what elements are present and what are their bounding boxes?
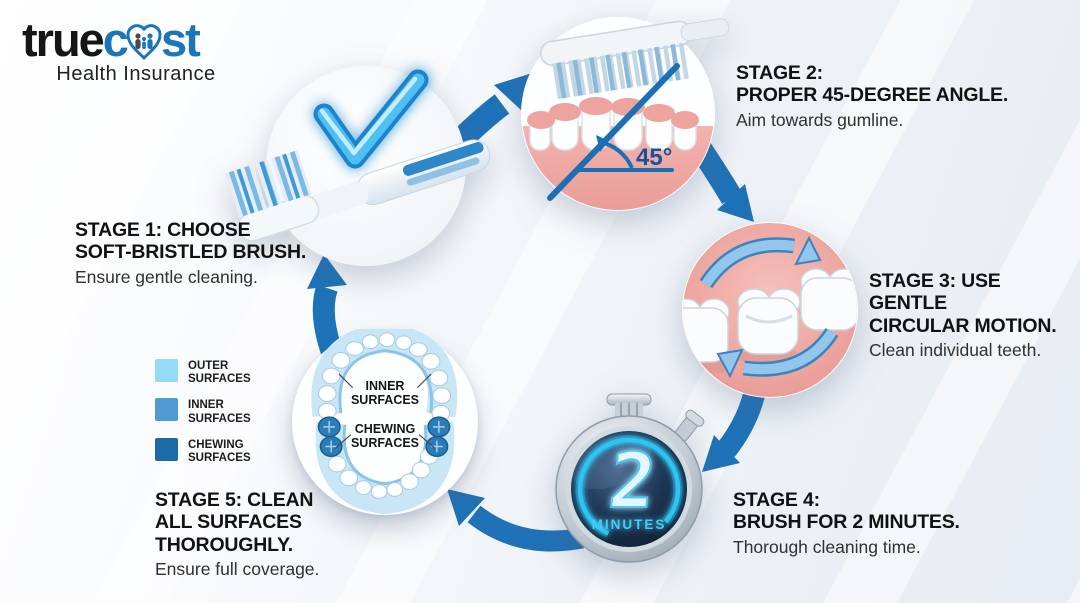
mouth-diagram: [311, 323, 458, 515]
legend-swatch-outer: [155, 359, 178, 382]
legend-swatch-inner: [155, 398, 178, 422]
stage-5-figure: INNER SURFACES CHEWING SURFACES: [292, 323, 478, 515]
mouth-chewing-surfaces-label: CHEWING SURFACES: [350, 422, 420, 450]
wordmark-st: st: [160, 13, 201, 66]
stage-5-subtitle: Ensure full coverage.: [155, 559, 320, 580]
wordmark-c: c: [102, 13, 129, 66]
legend-label-outer: OUTER SURFACES: [188, 360, 251, 386]
molar-teeth: [683, 268, 857, 374]
legend-item-chewing: CHEWING SURFACES: [155, 437, 305, 465]
angle-45-marker: 45°: [547, 63, 680, 201]
surfaces-legend: OUTER SURFACES INNER SURFACES CHEWING SU…: [155, 359, 305, 477]
circular-motion-arrow-top: [699, 235, 822, 289]
stage-3-figure: [682, 222, 858, 398]
stage-4-figure: 2 MINUTES: [555, 393, 705, 563]
stage-5-title: STAGE 5: CLEAN ALL SURFACES THOROUGHLY.: [155, 489, 314, 556]
stage-1-figure: [225, 66, 491, 266]
legend-swatch-chewing: [155, 437, 178, 461]
timer-value: 2: [605, 436, 660, 525]
upper-dental-arch: [311, 323, 458, 422]
stopwatch-side-button: [674, 409, 705, 442]
timer-unit-label: MINUTES: [592, 517, 667, 532]
stopwatch-illustration: 2 MINUTES: [555, 393, 705, 563]
truecost-wordmark: truec st: [22, 16, 250, 63]
toothbrush-head: [539, 18, 730, 100]
heart-family-icon: [126, 24, 162, 61]
stage-1-text: STAGE 1: CHOOSE SOFT-BRISTLED BRUSH. Ens…: [75, 219, 345, 288]
arrow-stage4-to-stage5: [447, 489, 584, 552]
circular-motion-arrow-bottom: [716, 327, 839, 379]
stage-5-text: STAGE 5: CLEAN ALL SURFACES THOROUGHLY. …: [155, 489, 375, 580]
legend-item-outer: OUTER SURFACES: [155, 359, 305, 386]
stage-4-text: STAGE 4: BRUSH FOR 2 MINUTES. Thorough c…: [733, 489, 1033, 558]
gumline-illustration: [522, 97, 714, 210]
legend-label-inner: INNER SURFACES: [188, 399, 251, 425]
wordmark-true: true: [22, 13, 105, 66]
angle-45-label: 45°: [636, 144, 672, 171]
checkmark-icon: [313, 69, 429, 169]
stage-3-title: STAGE 3: USE GENTLE CIRCULAR MOTION.: [869, 270, 1057, 337]
stage-2-title: STAGE 2: PROPER 45-DEGREE ANGLE.: [736, 62, 1009, 107]
legend-item-inner: INNER SURFACES: [155, 398, 305, 425]
stage-1-title: STAGE 1: CHOOSE SOFT-BRISTLED BRUSH.: [75, 219, 307, 264]
timer-progress-ring: [577, 437, 681, 541]
stage-2-subtitle: Aim towards gumline.: [736, 109, 904, 130]
stage-4-subtitle: Thorough cleaning time.: [733, 536, 921, 557]
lower-dental-arch: [315, 416, 455, 515]
brand-tagline: Health Insurance: [56, 63, 216, 85]
toothbrush-illustration: [225, 139, 491, 242]
stage-3-text: STAGE 3: USE GENTLE CIRCULAR MOTION. Cle…: [869, 270, 1074, 361]
stage-3-subtitle: Clean individual teeth.: [869, 340, 1042, 361]
stage-1-subtitle: Ensure gentle cleaning.: [75, 266, 258, 287]
legend-label-chewing: CHEWING SURFACES: [188, 438, 251, 465]
label-pointer-lines: [334, 373, 436, 449]
stage-2-figure: 45°: [521, 17, 730, 211]
stage-4-title: STAGE 4: BRUSH FOR 2 MINUTES.: [733, 489, 960, 534]
mouth-inner-surfaces-label: INNER SURFACES: [350, 379, 420, 407]
stage-2-text: STAGE 2: PROPER 45-DEGREE ANGLE. Aim tow…: [736, 62, 1066, 131]
brand-logo: truec st Health Insurance: [22, 16, 250, 86]
bristles: [225, 150, 312, 218]
